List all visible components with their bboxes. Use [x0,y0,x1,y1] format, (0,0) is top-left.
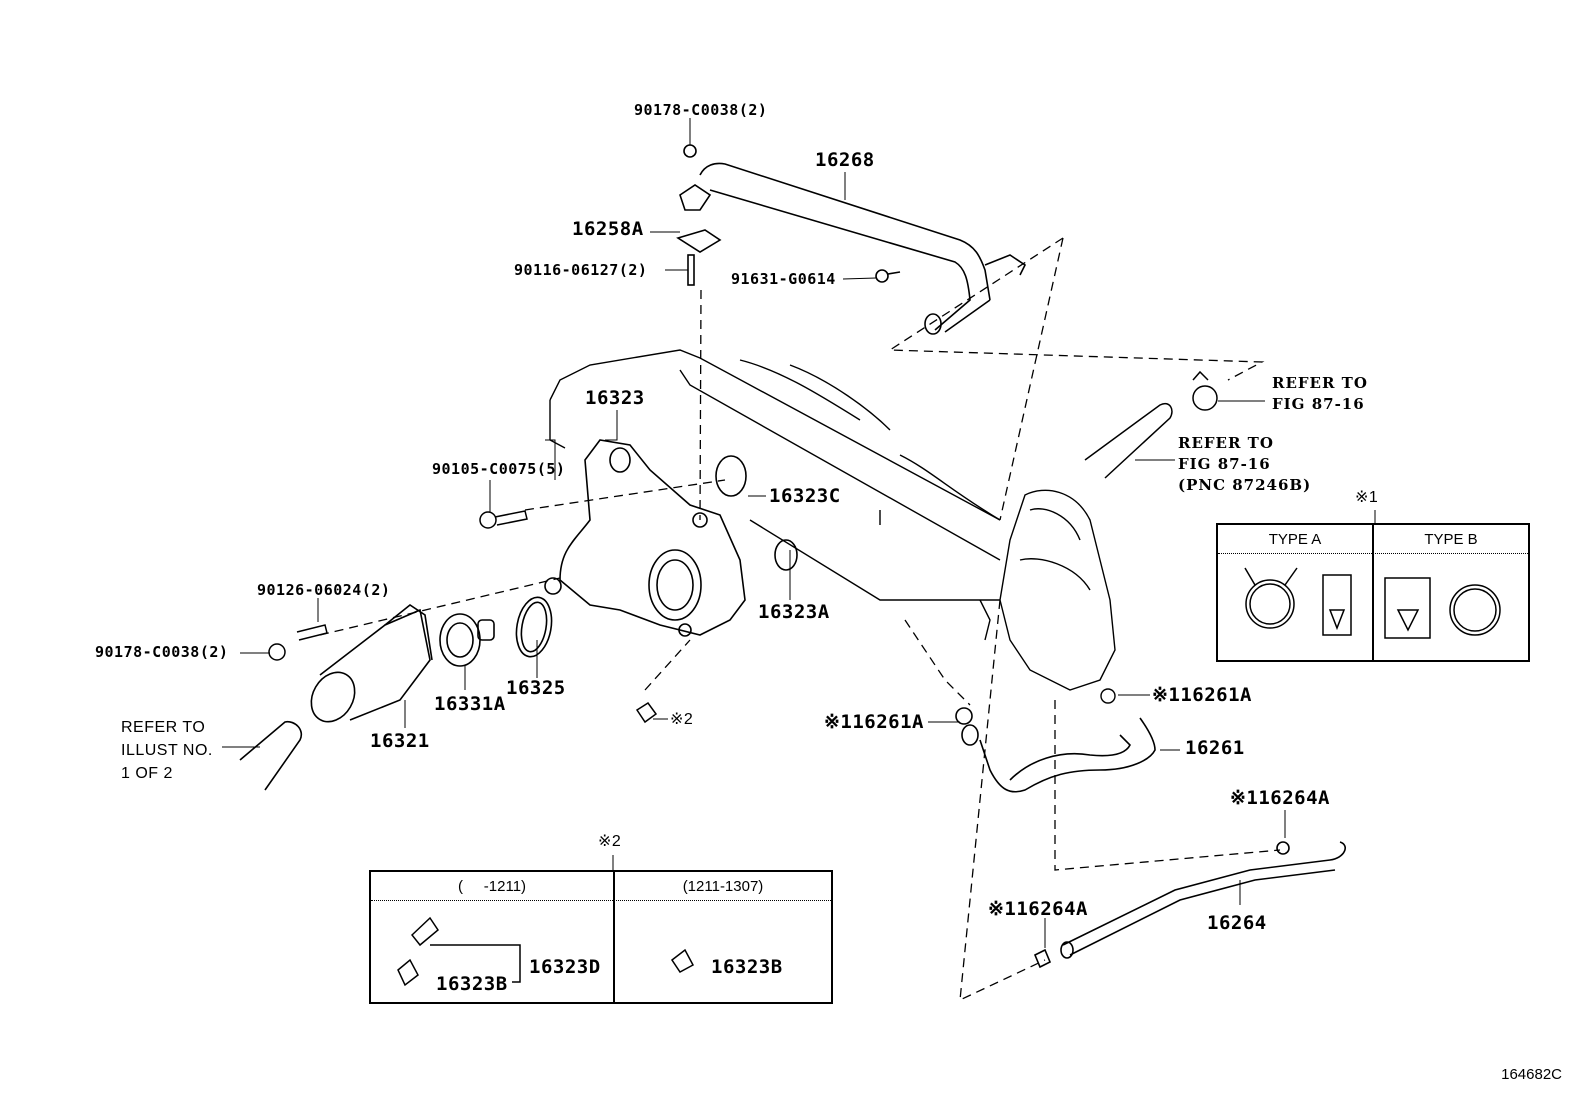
o-rings [715,455,798,571]
callout-16264: 16264 [1207,912,1267,934]
water-pipe-16268 [679,162,1027,335]
callout-16264a-bottom: ※116264A [988,898,1088,920]
plug-icons [397,916,695,987]
callout-16261a-left: ※116261A [824,711,924,733]
callout-16323b-right: 16323B [711,956,783,978]
table-divider [371,900,831,901]
callout-16261a-right: ※116261A [1152,684,1252,706]
illust-ref-line-1: REFER TO [121,719,206,736]
column-1211-1307: (1211-1307) [682,878,764,895]
callout-16325: 16325 [506,677,566,699]
illust-ref-line-3: 1 OF 2 [121,765,173,782]
top-fasteners [676,144,901,286]
plug-date-table: ( -1211) (1211-1307) 16323D 16323B 16323… [369,870,833,1004]
callout-16323c: 16323C [769,485,841,507]
throttle-body [979,489,1116,704]
callout-91631-g0614: 91631-G0614 [731,270,836,288]
illust-ref-line-2: ILLUST NO. [121,742,213,759]
callout-16261: 16261 [1185,737,1245,759]
callout-90116-06127: 90116-06127(2) [514,261,648,279]
callout-16268: 16268 [815,149,875,171]
note2-marker-bolt: ※2 [670,711,694,728]
hose-16261 [955,707,1156,793]
callout-16323b-left: 16323B [436,973,508,995]
dashed-guides [319,237,1281,1002]
callout-90178-c0038-left: 90178-C0038(2) [95,643,229,661]
callout-16323a: 16323A [758,601,830,623]
callout-16321: 16321 [370,730,430,752]
callout-16323d: 16323D [529,956,601,978]
callout-90126-06024: 90126-06024(2) [257,581,391,599]
hose-16264 [1033,841,1346,969]
reference-parts [1084,370,1218,479]
clamp-type-icons [1244,567,1501,639]
callout-16264a-top: ※116264A [1230,787,1330,809]
clamp-type-table: TYPE A TYPE B [1216,523,1530,662]
clamp-ref-line-1: REFER TO [1272,374,1368,392]
hose-ref-line-1: REFER TO [1178,434,1274,452]
bolts [268,510,658,724]
hose-reference-note: REFER TO FIG 87-16 (PNC 87246B) [1178,433,1311,496]
callout-16258a: 16258A [572,218,644,240]
gasket-16325 [515,596,553,658]
column-type-a: TYPE A [1268,531,1322,548]
callout-90105-c0075: 90105-C0075(5) [432,460,566,478]
thermostat-16331A [439,613,495,667]
clamp-reference-note: REFER TO FIG 87-16 [1272,373,1368,415]
table-column-divider [613,872,615,1002]
water-inlet-16321 [239,604,433,791]
column-before-1211: ( -1211) [457,878,527,895]
leader-lines [222,118,1376,948]
column-type-b: TYPE B [1424,531,1478,548]
hose-ref-line-2: FIG 87-16 [1178,455,1271,473]
note2-marker: ※2 [598,833,622,850]
callout-16331a: 16331A [434,693,506,715]
callout-90178-c0038-top: 90178-C0038(2) [634,101,768,119]
water-outlet-housing-16323 [544,439,746,637]
note1-marker: ※1 [1355,489,1379,506]
figure-number: 164682C [1501,1066,1562,1083]
illust-reference-note: REFER TO ILLUST NO. 1 OF 2 [121,716,213,785]
clamp-ref-line-2: FIG 87-16 [1272,395,1365,413]
callout-16323: 16323 [585,387,645,409]
table-column-divider [1372,525,1374,660]
hose-ref-line-3: (PNC 87246B) [1178,476,1312,494]
